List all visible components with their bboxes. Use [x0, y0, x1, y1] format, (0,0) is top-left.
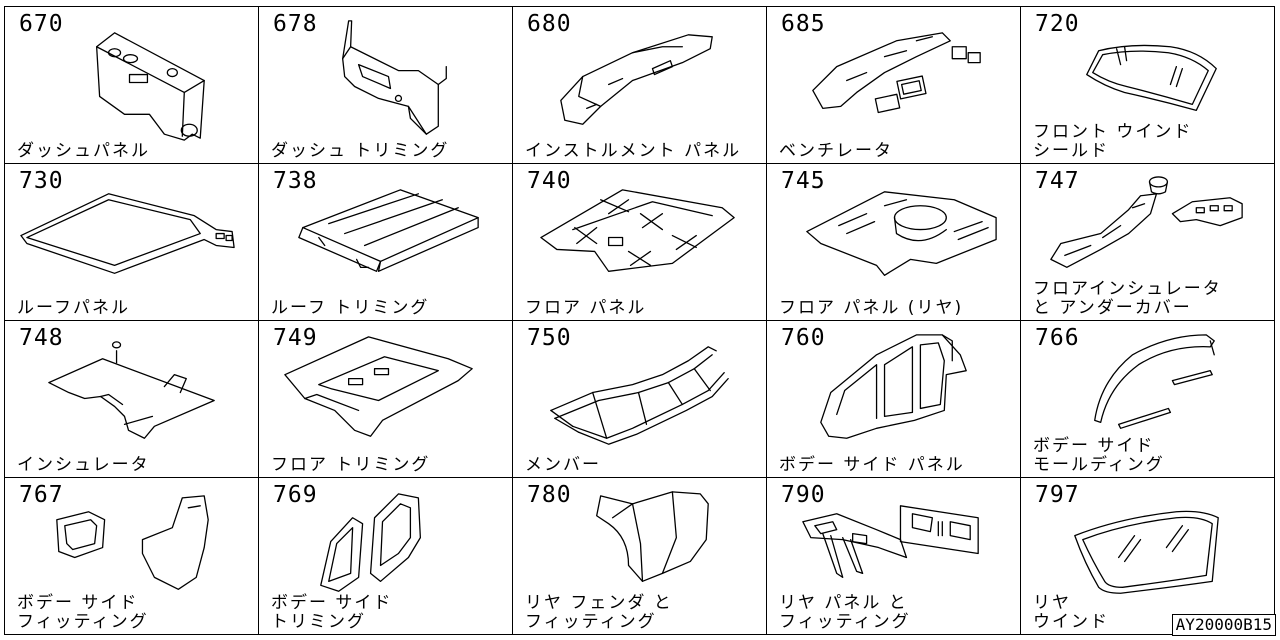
part-label: ボデー サイド パネル: [779, 456, 965, 475]
part-label: ダッシュパネル: [17, 142, 150, 161]
part-cell-749[interactable]: 749 フロア トリミング: [259, 321, 513, 478]
part-label-line: メンバー: [525, 455, 601, 475]
part-label-line: インストルメント パネル: [525, 141, 742, 161]
part-label: フロアインシュレータと アンダーカバー: [1033, 280, 1222, 318]
part-label: リヤウインド: [1033, 594, 1109, 632]
part-code: 747: [1035, 168, 1080, 194]
part-label-line: ダッシュパネル: [17, 141, 150, 161]
part-code: 749: [273, 325, 318, 351]
part-label: ベンチレータ: [779, 142, 893, 161]
part-label-line: ボデー サイド: [1033, 436, 1155, 456]
part-label-line: と アンダーカバー: [1033, 298, 1192, 318]
part-label-line: フィッティング: [17, 612, 149, 632]
part-label: ボデー サイドフィッティング: [17, 594, 149, 632]
part-label: ダッシュ トリミング: [271, 142, 449, 161]
part-cell-760[interactable]: 760 ボデー サイド パネル: [767, 321, 1021, 478]
part-code: 685: [781, 11, 826, 37]
part-label: フロア パネル (リヤ): [779, 299, 963, 318]
part-label: インストルメント パネル: [525, 142, 741, 161]
part-label-line: トリミング: [271, 612, 366, 632]
part-code: 748: [19, 325, 64, 351]
part-code: 670: [19, 11, 64, 37]
part-cell-738[interactable]: 738 ルーフ トリミング: [259, 164, 513, 321]
part-label: ボデー サイドモールディング: [1033, 437, 1165, 475]
part-label-line: ボデー サイド: [271, 593, 393, 613]
part-label: ボデー サイドトリミング: [271, 594, 392, 632]
part-code: 720: [1035, 11, 1080, 37]
part-cell-730[interactable]: 730 ルーフパネル: [5, 164, 259, 321]
part-cell-740[interactable]: 740 フロア パネル: [513, 164, 767, 321]
parts-index-grid: 670 ダッシュパネル 678 ダッシュ トリミング 680 インストルメント パネル…: [4, 6, 1275, 635]
part-cell-678[interactable]: 678 ダッシュ トリミング: [259, 7, 513, 164]
part-label: フロント ウインドシールド: [1033, 123, 1192, 161]
part-label-line: リヤ パネル と: [779, 593, 908, 613]
part-label-line: シールド: [1033, 141, 1109, 161]
part-label: リヤ パネル とフィッティング: [779, 594, 911, 632]
part-label: インシュレータ: [17, 456, 150, 475]
part-cell-797[interactable]: 797 リヤウインド: [1021, 478, 1275, 635]
part-label-line: ルーフ トリミング: [271, 298, 430, 318]
part-label-line: ボデー サイド: [17, 593, 139, 613]
part-label-line: フィッティング: [525, 612, 657, 632]
part-code: 769: [273, 482, 318, 508]
part-code: 766: [1035, 325, 1080, 351]
part-cell-670[interactable]: 670 ダッシュパネル: [5, 7, 259, 164]
part-label-line: フロアインシュレータ: [1033, 279, 1222, 299]
part-label-line: ダッシュ トリミング: [271, 141, 450, 161]
part-cell-750[interactable]: 750 メンバー: [513, 321, 767, 478]
part-cell-748[interactable]: 748 インシュレータ: [5, 321, 259, 478]
part-label: ルーフパネル: [17, 299, 130, 318]
part-label: フロア トリミング: [271, 456, 430, 475]
part-label-line: ルーフパネル: [17, 298, 130, 318]
part-label-line: フロア トリミング: [271, 455, 431, 475]
part-label-line: フィッティング: [779, 612, 911, 632]
part-cell-780[interactable]: 780 リヤ フェンダ とフィッティング: [513, 478, 767, 635]
part-label: メンバー: [525, 456, 601, 475]
part-label-line: フロア パネル: [525, 298, 647, 318]
part-code: 780: [527, 482, 572, 508]
part-label-line: ボデー サイド パネル: [779, 455, 965, 475]
part-label: フロア パネル: [525, 299, 646, 318]
part-label-line: インシュレータ: [17, 455, 150, 475]
part-cell-766[interactable]: 766 ボデー サイドモールディング: [1021, 321, 1275, 478]
part-label-line: リヤ: [1033, 593, 1071, 613]
part-code: 738: [273, 168, 318, 194]
part-label-line: フロア パネル (リヤ): [779, 298, 964, 318]
part-cell-685[interactable]: 685 ベンチレータ: [767, 7, 1021, 164]
part-code: 750: [527, 325, 572, 351]
diagram-code: AY20000B15: [1171, 614, 1276, 636]
part-label-line: ウインド: [1033, 612, 1109, 632]
part-cell-769[interactable]: 769 ボデー サイドトリミング: [259, 478, 513, 635]
part-label-line: フロント ウインド: [1033, 122, 1193, 142]
part-code: 767: [19, 482, 64, 508]
part-code: 730: [19, 168, 64, 194]
part-code: 678: [273, 11, 318, 37]
part-label-line: リヤ フェンダ と: [525, 593, 673, 613]
part-cell-747[interactable]: 747 フロアインシュレータと アンダーカバー: [1021, 164, 1275, 321]
part-cell-767[interactable]: 767 ボデー サイドフィッティング: [5, 478, 259, 635]
part-cell-680[interactable]: 680 インストルメント パネル: [513, 7, 767, 164]
part-code: 680: [527, 11, 572, 37]
part-code: 760: [781, 325, 826, 351]
part-label: ルーフ トリミング: [271, 299, 429, 318]
part-cell-720[interactable]: 720 フロント ウインドシールド: [1021, 7, 1275, 164]
part-label-line: モールディング: [1033, 455, 1165, 475]
part-cell-745[interactable]: 745 フロア パネル (リヤ): [767, 164, 1021, 321]
part-code: 740: [527, 168, 572, 194]
part-label-line: ベンチレータ: [779, 141, 893, 161]
part-code: 790: [781, 482, 826, 508]
part-code: 797: [1035, 482, 1080, 508]
part-label: リヤ フェンダ とフィッティング: [525, 594, 673, 632]
part-cell-790[interactable]: 790 リヤ パネル とフィッティング: [767, 478, 1021, 635]
part-code: 745: [781, 168, 826, 194]
